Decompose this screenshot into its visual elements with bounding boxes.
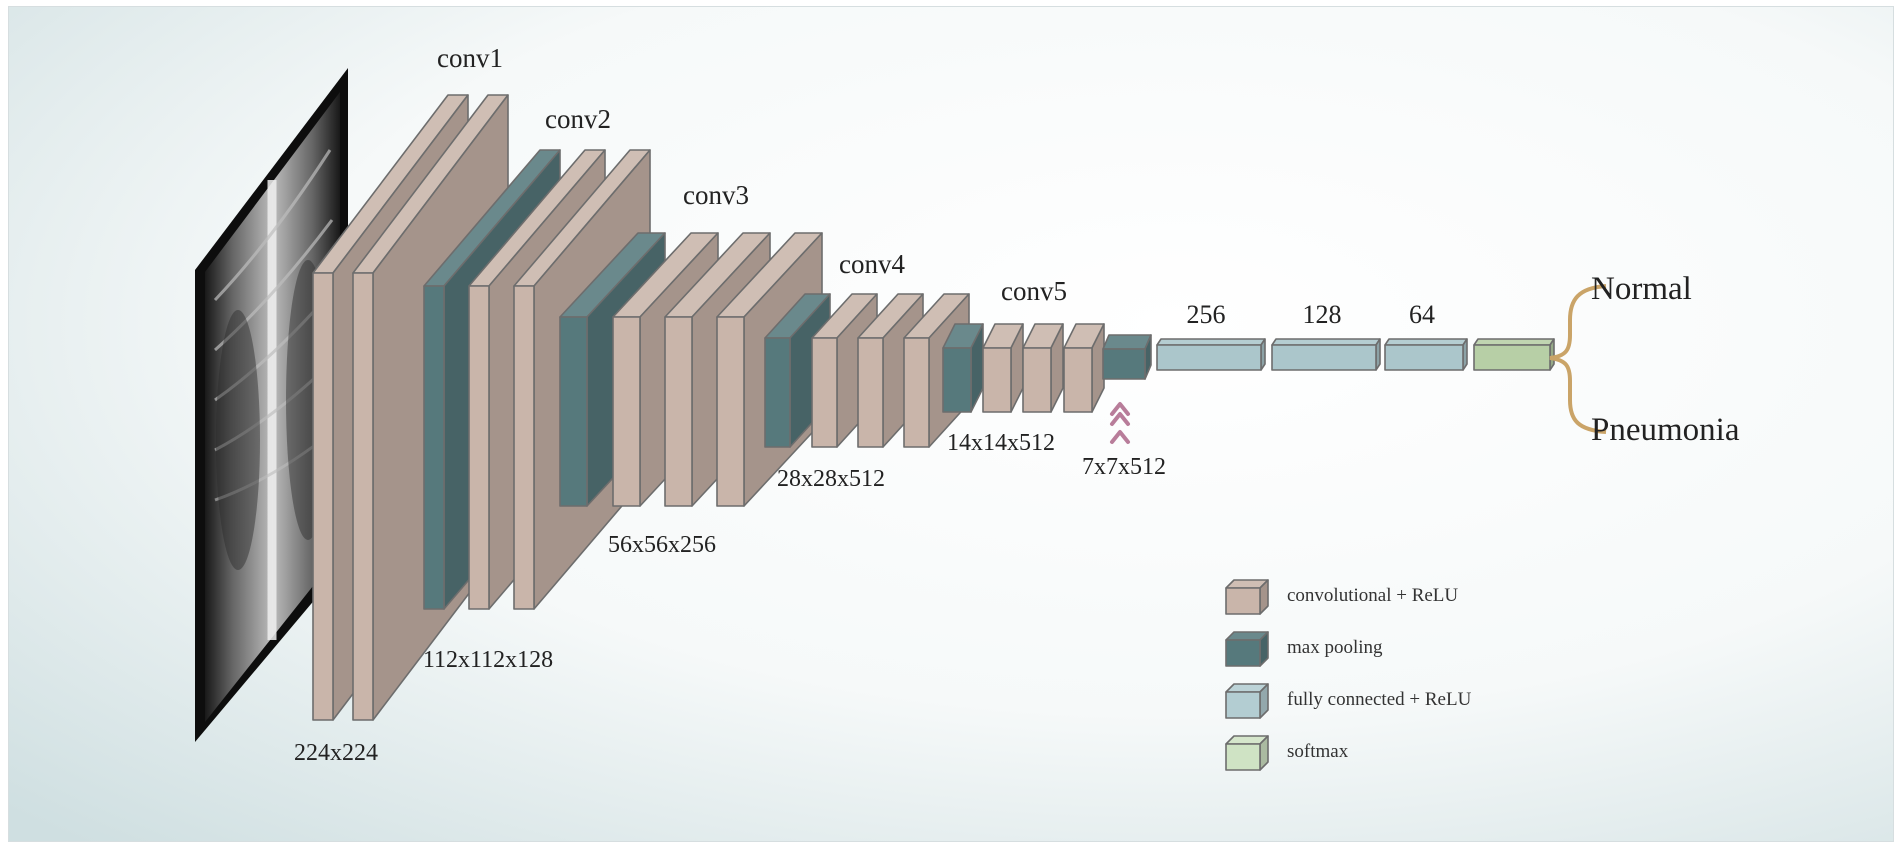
conv-block-12 — [1022, 323, 1064, 413]
dims-label-pool-output: 7x7x512 — [1082, 454, 1166, 480]
legend: convolutional + ReLU max pooling fully con… — [1225, 579, 1472, 771]
upsample-arrows-icon — [1110, 402, 1130, 444]
stage-label-conv4: conv4 — [839, 249, 905, 279]
legend-item-fc-label: fully connected + ReLU — [1287, 689, 1472, 710]
legend-item-softmax: softmax — [1225, 735, 1349, 771]
conv-block-13 — [1063, 323, 1105, 413]
network-layers — [312, 94, 1555, 721]
conv-block-11 — [982, 323, 1024, 413]
legend-item-conv: convolutional + ReLU — [1225, 579, 1458, 615]
legend-item-pool-label: max pooling — [1287, 637, 1383, 658]
legend-item-fc-swatch — [1225, 683, 1269, 719]
dims-label-conv5: 14x14x512 — [947, 430, 1055, 456]
softmax-block-1 — [1473, 338, 1555, 371]
legend-item-conv-label: convolutional + ReLU — [1287, 585, 1458, 606]
fc-units-label-2: 128 — [1303, 300, 1342, 329]
legend-item-softmax-label: softmax — [1287, 741, 1349, 762]
legend-item-fc: fully connected + ReLU — [1225, 683, 1472, 719]
output-label-normal: Normal — [1591, 271, 1692, 307]
fc-block-3 — [1384, 338, 1468, 371]
pool-block-4 — [942, 323, 984, 413]
stage-label-conv3: conv3 — [683, 180, 749, 210]
legend-item-pool: max pooling — [1225, 631, 1383, 667]
fc-block-2 — [1271, 338, 1381, 371]
stage-label-conv5: conv5 — [1001, 276, 1067, 306]
dims-label-input: 224x224 — [294, 740, 378, 766]
fc-block-1 — [1156, 338, 1266, 371]
output-brace — [1549, 284, 1607, 434]
legend-item-softmax-swatch — [1225, 735, 1269, 771]
fc-units-label-1: 256 — [1187, 300, 1226, 329]
dims-label-conv3: 56x56x256 — [608, 532, 716, 558]
output-label-pneumonia: Pneumonia — [1591, 412, 1740, 448]
fc-units-label-3: 64 — [1409, 300, 1435, 329]
pool-block-5 — [1102, 334, 1152, 380]
xray-input-image — [195, 68, 348, 742]
stage-label-conv2: conv2 — [545, 104, 611, 134]
stage-label-conv1: conv1 — [437, 43, 503, 73]
legend-item-conv-swatch — [1225, 579, 1269, 615]
legend-item-pool-swatch — [1225, 631, 1269, 667]
dims-label-conv1: 112x112x128 — [423, 647, 553, 673]
dims-label-conv4: 28x28x512 — [777, 466, 885, 492]
